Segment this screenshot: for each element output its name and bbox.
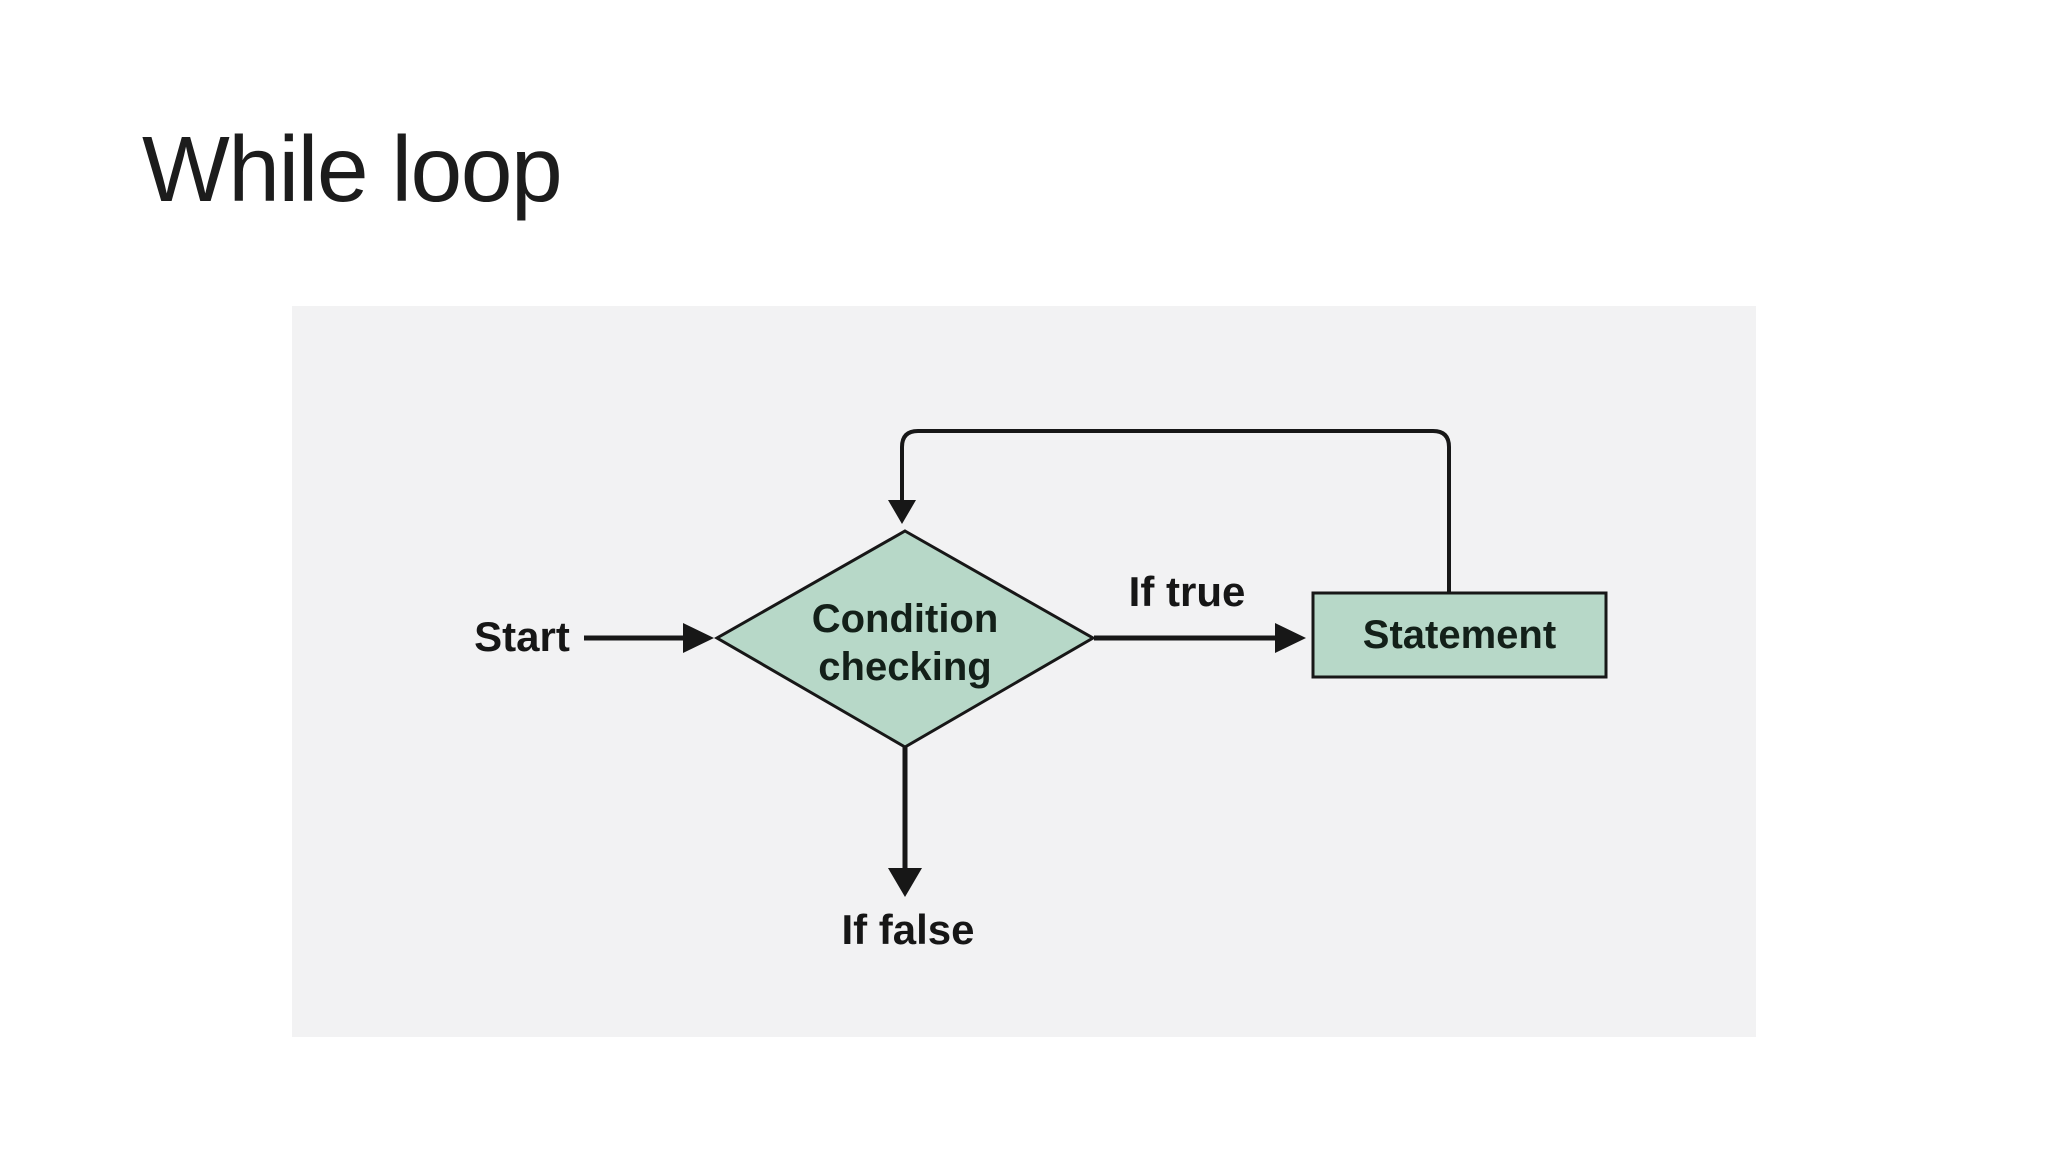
start-label: Start xyxy=(474,613,570,660)
if-false-label: If false xyxy=(841,906,975,953)
if-true-label: If true xyxy=(1128,568,1246,615)
condition-label: Condition checking xyxy=(812,595,999,691)
condition-label-line2: checking xyxy=(818,645,992,689)
statement-label: Statement xyxy=(1362,612,1557,657)
slide-title: While loop xyxy=(142,117,563,221)
condition-label-line1: Condition xyxy=(811,597,999,641)
